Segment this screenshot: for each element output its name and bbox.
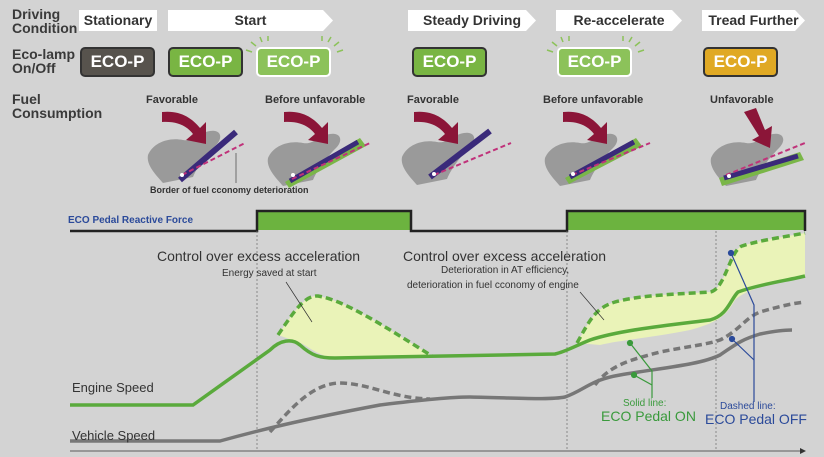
vehicle-speed-dashed-line <box>593 300 806 387</box>
pedal-illustration-before-unfavorable <box>235 111 371 188</box>
solid-line-caption: Solid line: <box>623 398 667 409</box>
pedal-illustration-unfavorable <box>710 108 806 186</box>
fuel-state-unfavorable: Unfavorable <box>710 94 774 106</box>
pedal-illustration-before-unfavorable <box>544 111 651 186</box>
solid-line-name: ECO Pedal ON <box>601 408 696 424</box>
dashed-line-name: ECO Pedal OFF <box>705 411 807 427</box>
fuel-state-before-unfavorable: Before unfavorable <box>265 94 366 106</box>
axis-arrow-icon <box>800 448 806 454</box>
eco-lamp-on: ECO-P <box>168 47 243 77</box>
stage-steady-driving: Steady Driving <box>408 10 536 31</box>
engine-speed-label: Engine Speed <box>72 380 154 395</box>
fuel-state-favorable: Favorable <box>146 94 198 106</box>
pedal-illustration-favorable <box>147 111 246 183</box>
eco-lamp-warning: ECO-P <box>703 47 778 77</box>
energy-saved-area <box>278 295 432 358</box>
stage-start: Start <box>168 10 333 31</box>
engine-speed-dashed-line <box>276 294 433 358</box>
engine-speed-dashed-line <box>575 231 806 344</box>
fuel-state-before-unfavorable: Before unfavorable <box>543 94 644 106</box>
stage-tread-further: Tread Further <box>702 10 805 31</box>
driving-condition-label: Driving Condition <box>12 6 78 36</box>
vehicle-speed-label: Vehicle Speed <box>72 428 156 443</box>
annotation-deterioration-1: Deterioration in AT efficiency, <box>441 265 570 276</box>
annotation-deterioration-2: deterioration in fuel cconomy of engine <box>407 280 579 291</box>
dashed-line-legend-pointer <box>727 249 755 402</box>
fuel-consumption-label: Fuel Consumption <box>12 91 103 121</box>
dashed-line-caption: Dashed line: <box>720 401 776 412</box>
eco-lamp-off: ECO-P <box>80 47 155 77</box>
border-label: Border of fuel cconomy deterioration <box>150 185 309 195</box>
reactive-force-chart <box>70 209 807 233</box>
solid-line-legend-pointer <box>626 339 653 398</box>
stage-stationary: Stationary <box>79 10 157 31</box>
eco-lamp-label: Eco-lamp On/Off <box>12 46 76 76</box>
annotation-control-1: Control over excess acceleration <box>157 248 361 264</box>
fuel-state-favorable: Favorable <box>407 94 459 106</box>
eco-lamp-blinking: ECO-P <box>557 47 632 77</box>
annotation-energy-saved: Energy saved at start <box>222 268 317 279</box>
eco-lamp-blinking: ECO-P <box>256 47 331 77</box>
pedal-illustration-favorable <box>401 111 512 185</box>
stage-re-accelerate: Re-accelerate <box>556 10 682 31</box>
deterioration-area <box>577 233 805 345</box>
glow-rays <box>245 36 645 53</box>
eco-lamp-on: ECO-P <box>412 47 487 77</box>
phase-dividers <box>256 231 717 450</box>
vehicle-speed-solid-line <box>70 328 793 443</box>
annotation-control-2: Control over excess acceleration <box>403 248 607 264</box>
reactive-force-label: ECO Pedal Reactive Force <box>68 215 194 226</box>
engine-speed-solid-line <box>70 274 806 407</box>
vehicle-speed-dashed-line <box>268 381 431 434</box>
